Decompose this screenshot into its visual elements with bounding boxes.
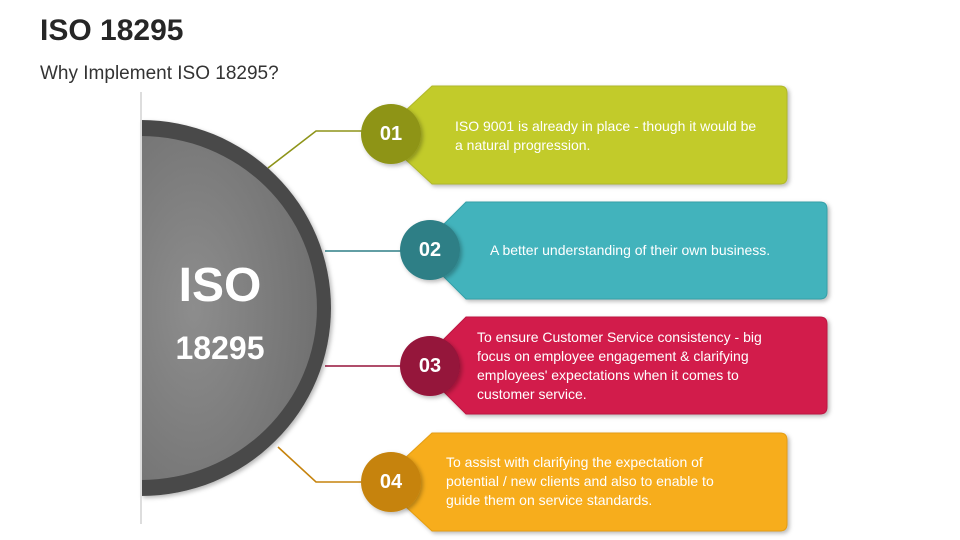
card-4-circle	[361, 452, 421, 512]
connector-4	[277, 446, 362, 483]
card-1-shape	[403, 85, 788, 185]
card-3-shape	[439, 316, 828, 415]
card-2-shape	[439, 201, 828, 300]
card-3-circle	[400, 336, 460, 396]
card-1-circle	[361, 104, 421, 164]
item-4-text: To assist with clarifying the expectatio…	[446, 454, 714, 508]
center-label-number: 18295	[175, 330, 265, 366]
item-1-number: 01	[379, 123, 403, 145]
page-subtitle: Why Implement ISO 18295?	[40, 63, 279, 84]
page-title: ISO 18295	[40, 14, 184, 47]
center-semicircle-inner	[141, 136, 317, 480]
item-3-text: To ensure Customer Service consistency -…	[477, 329, 762, 402]
item-2-number: 02	[418, 239, 442, 261]
card-4-shape	[403, 432, 788, 532]
item-1-text: ISO 9001 is already in place - though it…	[455, 118, 757, 153]
center-label-iso: ISO	[178, 259, 262, 312]
card-2-circle	[400, 220, 460, 280]
item-2-text: A better understanding of their own busi…	[490, 242, 771, 258]
item-3-number: 03	[418, 355, 442, 377]
item-4-number: 04	[379, 471, 403, 493]
connector-1	[267, 130, 362, 169]
